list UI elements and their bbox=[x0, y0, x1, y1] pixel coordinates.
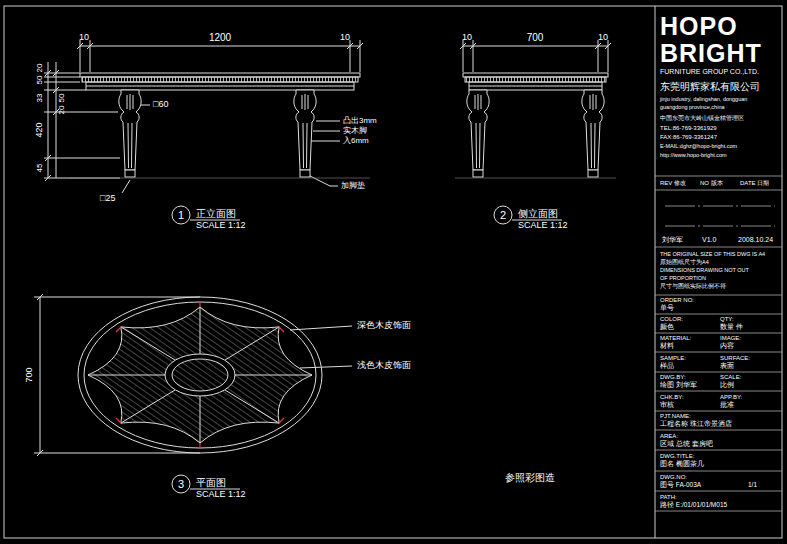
annotation-text: 侧立面图 bbox=[518, 208, 558, 219]
title-block-text: 路径 E:/01/01/01/M015 bbox=[660, 501, 727, 508]
annotation-text: 平面图 bbox=[196, 477, 226, 488]
title-block-text: 表面 bbox=[720, 362, 734, 369]
annotation-text: □25 bbox=[100, 194, 115, 204]
title-block-text: THE ORIGINAL SIZE OF THIS DWG IS A4 bbox=[660, 251, 765, 257]
title-block-text: MATERIAL: bbox=[660, 335, 691, 342]
annotation-text: SCALE 1:12 bbox=[518, 221, 568, 231]
title-block-text: HOPO bbox=[660, 13, 738, 41]
title-block-text: 单号 bbox=[660, 304, 674, 311]
title-block-text: TEL:86-769-3361929 bbox=[660, 125, 717, 132]
title-block-text: 内容 bbox=[720, 342, 734, 349]
title-block-text: jinju industry, dalingshan, dongguan bbox=[660, 96, 747, 102]
title-block-text: ORDER NO: bbox=[660, 297, 694, 304]
title-block-text: NO 版本 bbox=[700, 180, 723, 187]
title-block-text: 原始图纸尺寸为A4 bbox=[660, 259, 709, 265]
title-block-text: OF PROPORTION bbox=[660, 275, 706, 281]
dimension-text: 10 bbox=[340, 33, 350, 43]
title-block-text: SURFACE: bbox=[720, 355, 750, 362]
dimension-text: 20 bbox=[58, 106, 67, 115]
title-block-text: DATE 日期 bbox=[740, 180, 769, 187]
title-block-text: 批准 bbox=[720, 401, 734, 408]
title-block-text: V1.0 bbox=[702, 236, 716, 244]
title-block-text: FURNITURE GROUP CO.,LTD. bbox=[660, 68, 759, 76]
title-block-text: DWG.TITLE: bbox=[660, 453, 694, 460]
dimension-text: 45 bbox=[36, 164, 45, 173]
title-block-text: 刘华军 bbox=[662, 236, 683, 244]
title-block-text: 审核 bbox=[660, 401, 674, 408]
title-block-text: 图号 FA-003A bbox=[660, 481, 701, 488]
dimension-text: 700 bbox=[25, 367, 35, 382]
title-block-text: PJT.NAME: bbox=[660, 413, 691, 420]
dimension-text: 700 bbox=[527, 32, 544, 43]
title-block-text: QTY: bbox=[720, 316, 734, 323]
dimension-text: 10 bbox=[79, 33, 89, 43]
annotation-text: 深色木皮饰面 bbox=[357, 321, 411, 331]
title-block-text: 区域 总统 套房吧 bbox=[660, 440, 713, 447]
title-block-text: DWG.BY: bbox=[660, 374, 686, 381]
title-block-text: REV 修改 bbox=[660, 180, 686, 187]
annotation-text: SCALE 1:12 bbox=[196, 490, 246, 500]
view-number: 2 bbox=[500, 209, 506, 221]
annotation-text: 浅色木皮饰面 bbox=[357, 361, 411, 371]
title-block-text: 2008.10.24 bbox=[738, 236, 773, 244]
title-block-text: 尺寸与图纸实际比例不符 bbox=[660, 283, 726, 289]
title-block-text: APP.BY: bbox=[720, 394, 742, 401]
annotation-text: 入6mm bbox=[343, 137, 369, 146]
annotation-text: □60 bbox=[153, 100, 168, 110]
title-block-text: SAMPLE: bbox=[660, 355, 686, 362]
title-block-text: AREA: bbox=[660, 433, 678, 440]
annotation-text: SCALE 1:12 bbox=[196, 221, 246, 231]
annotation-text: 参照彩图造 bbox=[505, 472, 555, 483]
view-number: 1 bbox=[178, 209, 184, 221]
title-block-text: DIMENSIONS DRAWING NOT OUT bbox=[660, 267, 749, 273]
dimension-text: 50 bbox=[36, 76, 45, 85]
title-block-text: PATH: bbox=[660, 494, 677, 501]
title-block-text: BRIGHT bbox=[660, 40, 762, 68]
title-block-text: 图名 椭圆茶几 bbox=[660, 460, 704, 467]
title-block-text: CHK.BY: bbox=[660, 394, 684, 401]
view-number-circle: 1 bbox=[171, 205, 191, 225]
title-block-text: E-MAIL:dghz@hopo-bright.com bbox=[660, 143, 737, 149]
dimension-text: 420 bbox=[35, 122, 45, 137]
title-block-text: 数量 件 bbox=[720, 323, 743, 330]
dimension-text: 20 bbox=[36, 64, 45, 73]
title-block-text: COLOR: bbox=[660, 316, 683, 323]
title-block-text: 中国东莞市大岭山镇金桔管理区 bbox=[660, 115, 744, 122]
title-block-text: 样品 bbox=[660, 362, 674, 369]
view-number-circle: 3 bbox=[171, 474, 191, 494]
dimension-text: 50 bbox=[58, 94, 67, 103]
title-block-text: 绘图 刘华军 bbox=[660, 381, 697, 388]
dimension-text: 1200 bbox=[209, 32, 231, 43]
annotation-text: 正立面图 bbox=[196, 208, 236, 219]
annotation-text: 加脚垫 bbox=[341, 182, 365, 191]
annotation-text: 实木脚 bbox=[343, 127, 367, 136]
view-number-circle: 2 bbox=[493, 205, 513, 225]
title-block-text: SCALE: bbox=[720, 374, 741, 381]
circle-shape bbox=[172, 206, 190, 224]
title-block-text: IMAGE: bbox=[720, 335, 741, 342]
title-block-text: 东莞明辉家私有限公司 bbox=[660, 81, 760, 92]
title-block-text: FAX:86-769-3361247 bbox=[660, 134, 717, 141]
annotation-text: 凸出3mm bbox=[343, 117, 377, 126]
view-number: 3 bbox=[178, 478, 184, 490]
title-block-text: http://www.hopo-bright.com bbox=[660, 152, 727, 158]
title-block-text: 材料 bbox=[660, 342, 674, 349]
title-block-text: 比例 bbox=[720, 381, 734, 388]
title-block-text: DWG.NO: bbox=[660, 474, 687, 481]
title-block-text: 1/1 bbox=[748, 481, 757, 488]
title-block-text: guangdong province,china bbox=[660, 104, 725, 110]
dimension-text: 10 bbox=[462, 33, 472, 43]
title-block-text: 颜色 bbox=[660, 323, 674, 330]
dimension-text: 10 bbox=[598, 33, 608, 43]
dimension-text: 33 bbox=[36, 94, 45, 103]
circle-shape bbox=[494, 206, 512, 224]
circle-shape bbox=[172, 475, 190, 493]
title-block-text: 工程名称 珠江帝景酒店 bbox=[660, 420, 732, 427]
